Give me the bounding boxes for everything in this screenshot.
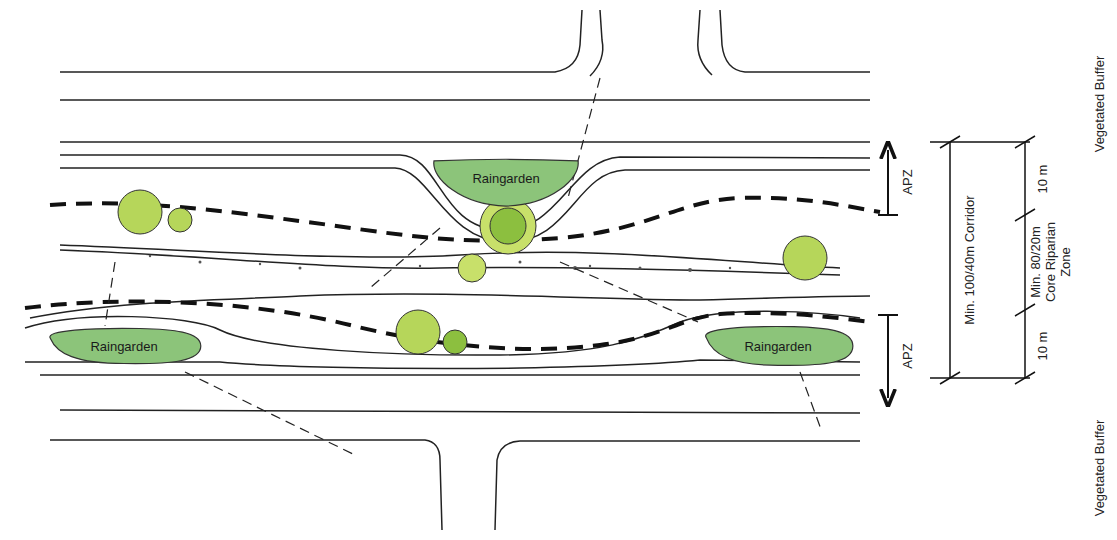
raingarden-label: Raingarden — [744, 339, 811, 354]
road-line — [60, 99, 870, 101]
leader-line — [560, 262, 698, 322]
raingarden-fill — [434, 159, 578, 206]
raingarden-fill — [706, 327, 853, 366]
leader-line — [800, 372, 822, 432]
leader-line — [105, 78, 822, 455]
creek-pebbles — [729, 267, 731, 269]
dimension-line — [1015, 372, 1035, 384]
raingarden: Raingarden — [431, 159, 581, 207]
creek-pebbles — [259, 263, 261, 265]
corridor-edge — [25, 142, 870, 375]
leader-line — [185, 372, 355, 455]
apz-arrow — [887, 150, 889, 215]
dimension-line — [1015, 304, 1035, 316]
creek-pebbles — [419, 265, 421, 267]
apz-arrow — [878, 150, 898, 398]
apz-arrow — [887, 315, 889, 398]
road-line — [50, 440, 442, 530]
tree — [490, 208, 526, 244]
road-line — [495, 441, 860, 530]
apz-label: APZ — [900, 343, 915, 368]
road-line — [590, 10, 603, 76]
buffer-label: Vegetated Buffer — [1092, 420, 1107, 517]
raingarden-label: Raingarden — [472, 171, 539, 186]
buffer-dimension: 10 m — [1035, 165, 1050, 194]
road-line — [60, 10, 582, 72]
tree — [168, 208, 192, 232]
leader-line — [568, 78, 600, 198]
dimension-line — [1024, 142, 1026, 378]
trail-dashed — [50, 198, 880, 241]
tree — [458, 254, 486, 282]
dimension-line — [930, 136, 1035, 384]
raingarden: Raingarden — [44, 327, 204, 365]
tree — [443, 330, 467, 354]
creek-pebbles — [519, 261, 522, 264]
apz-arrow — [878, 314, 898, 316]
corridor-edge — [60, 141, 870, 143]
raingarden-fill — [50, 328, 201, 363]
corridor-dimension: Min. 100/40m Corridor — [962, 195, 977, 324]
road-line — [60, 410, 860, 413]
riparian-zone-dimension: Min. 80/20m Core Riparian Zone — [1028, 219, 1073, 305]
corridor-edge — [40, 374, 860, 376]
dimension-line — [1015, 136, 1035, 148]
creek-pebbles — [639, 267, 642, 270]
leader-line — [105, 262, 115, 326]
road-line — [698, 10, 712, 75]
road-line — [720, 10, 870, 72]
tree — [783, 236, 827, 280]
creek-pebbles — [688, 268, 692, 272]
buffer-dimension: 10 m — [1035, 332, 1050, 361]
tree — [396, 310, 440, 354]
creek-pebbles — [149, 255, 731, 272]
apz-label: APZ — [900, 169, 915, 194]
creek-pebbles — [299, 267, 302, 270]
tree — [118, 190, 162, 234]
dimension-line — [949, 142, 951, 378]
road-line — [50, 10, 870, 530]
creek-pebbles — [199, 261, 202, 264]
buffer-label: Vegetated Buffer — [1092, 56, 1107, 153]
creek-pebbles — [149, 255, 151, 257]
creek-pebbles — [589, 265, 591, 267]
raingarden-label: Raingarden — [90, 339, 157, 354]
leader-line — [370, 228, 440, 288]
dimension-line — [930, 377, 1030, 379]
dimension-line — [1015, 209, 1035, 221]
corridor-edge — [30, 294, 870, 318]
dimension-line — [930, 141, 1030, 143]
apz-arrow — [878, 214, 898, 216]
corridor-edge — [60, 250, 840, 275]
raingarden: Raingarden — [700, 325, 856, 367]
